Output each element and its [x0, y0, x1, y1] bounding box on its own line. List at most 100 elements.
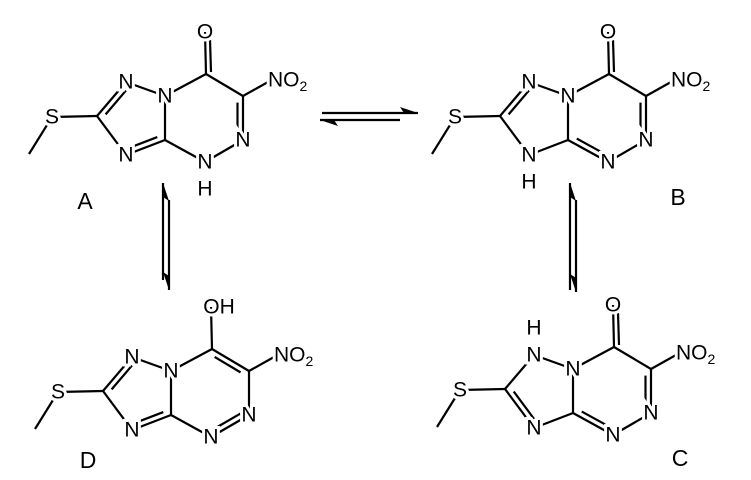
bond [567, 139, 609, 163]
nitro-group: NO2 [676, 342, 716, 368]
bond [504, 388, 535, 429]
atom-n7: N [197, 151, 212, 174]
atom-n9: N [526, 417, 541, 440]
bond [131, 355, 172, 373]
bond [606, 31, 611, 75]
arrowhead-icon [400, 107, 418, 113]
atom-n2: N [124, 346, 139, 369]
bond [533, 353, 574, 371]
bond [613, 346, 652, 370]
bond [572, 412, 614, 436]
bond [164, 73, 207, 97]
atom-n3: N [560, 85, 575, 108]
bond [57, 389, 104, 394]
bond [499, 81, 530, 117]
arrowhead-icon [163, 272, 169, 290]
arrowhead-icon [320, 120, 338, 126]
double-bond-line [616, 312, 621, 346]
arrowhead-icon [163, 183, 169, 201]
nitro-group: NO2 [671, 69, 711, 95]
bond [242, 81, 269, 97]
bond [499, 115, 530, 156]
bond [96, 115, 127, 156]
bond [454, 114, 501, 119]
atom-n6: N [241, 404, 256, 427]
atom-n3: N [157, 85, 172, 108]
atom-s: S [51, 381, 65, 404]
bond [612, 412, 652, 436]
atom-s: S [448, 106, 462, 129]
double-bond-line [208, 39, 213, 73]
atom-o: O [197, 21, 213, 44]
nitro-group: NO2 [268, 69, 308, 95]
atom-n6: N [643, 402, 658, 425]
bond [164, 139, 206, 163]
bond [650, 354, 677, 370]
double-bond-line [129, 136, 158, 149]
compound-label-b: B [670, 184, 685, 210]
bond [431, 116, 456, 155]
bond [611, 304, 616, 348]
atom-n9: N [118, 144, 133, 167]
double-bond-line [104, 89, 127, 116]
bond [572, 346, 615, 370]
compound-label-a: A [77, 188, 93, 214]
bond [203, 31, 208, 75]
atom-n3: N [163, 360, 178, 383]
hydrogen-label: H [526, 317, 541, 340]
bond [170, 348, 213, 372]
double-bond-line [611, 39, 616, 73]
atom-n6: N [638, 129, 653, 152]
bond [248, 356, 275, 372]
bond [211, 348, 250, 372]
bond [436, 389, 461, 428]
bond [645, 81, 672, 97]
bond [209, 306, 214, 350]
bond [28, 116, 53, 155]
compound-label-c: C [672, 445, 689, 471]
atom-o: O [605, 294, 621, 317]
bond [34, 391, 59, 430]
bond [528, 138, 569, 157]
double-bond-line [581, 410, 611, 428]
bond [459, 387, 506, 392]
bond [528, 80, 569, 98]
atom-n9: N [124, 419, 139, 442]
double-bond-line [135, 411, 164, 424]
atom-n2: N [118, 71, 133, 94]
arrowhead-icon [570, 274, 576, 292]
double-bond-line [512, 390, 535, 420]
double-bond-line [213, 412, 242, 430]
bond [533, 411, 574, 430]
bond [102, 356, 133, 392]
bond [102, 390, 133, 431]
bond [170, 414, 212, 438]
hydrogen-label: H [197, 178, 212, 201]
bond [210, 414, 250, 438]
atom-n6: N [235, 129, 250, 152]
hydrogen-label: H [521, 171, 536, 194]
bond [125, 80, 166, 98]
atom-n7: N [600, 151, 615, 174]
bond [205, 73, 244, 97]
bond [608, 73, 647, 97]
double-bond-line [214, 356, 242, 374]
atom-n3: N [565, 358, 580, 381]
atom-o: OH [203, 296, 235, 319]
atom-s: S [45, 106, 59, 129]
double-bond-line [576, 137, 606, 155]
atom-n7: N [605, 424, 620, 447]
atom-n2: N [521, 71, 536, 94]
bond [607, 139, 647, 163]
bond [504, 354, 535, 390]
atom-n9: N [521, 144, 536, 167]
nitro-group: NO2 [274, 344, 314, 370]
bond [131, 413, 172, 432]
compound-label-d: D [80, 447, 97, 473]
